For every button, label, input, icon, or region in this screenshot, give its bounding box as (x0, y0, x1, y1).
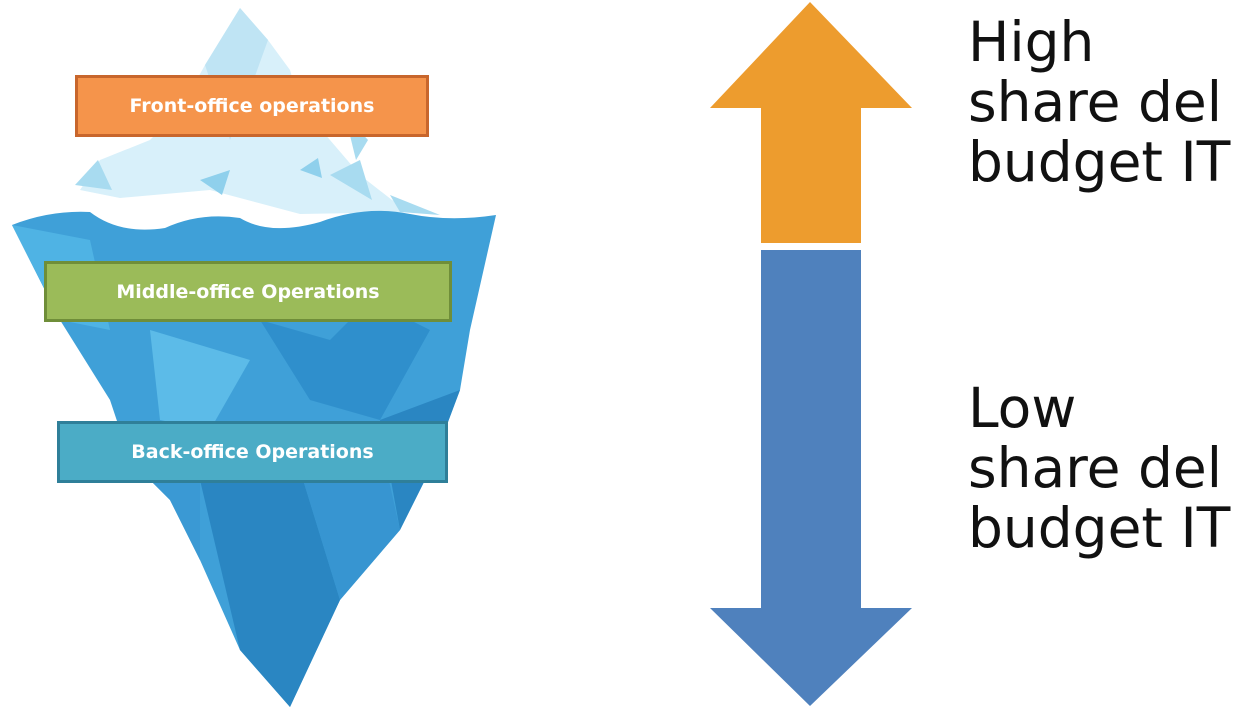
high-text-line1: High (968, 10, 1095, 74)
high-share-text: High share del budget IT (968, 12, 1230, 192)
front-office-label: Front-office operations (75, 75, 429, 137)
middle-office-label: Middle-office Operations (44, 261, 452, 322)
high-text-line2: share del (968, 70, 1222, 134)
high-text-line3: budget IT (968, 130, 1231, 194)
iceberg-facet (130, 460, 200, 560)
iceberg-fragment (330, 160, 372, 200)
down-arrow-icon (710, 250, 912, 706)
low-text-line2: share del (968, 436, 1222, 500)
back-office-label: Back-office Operations (57, 421, 448, 483)
iceberg-fragment (75, 160, 112, 190)
low-text-line1: Low (968, 376, 1077, 440)
iceberg-fragment (300, 158, 322, 178)
budget-share-arrow (710, 2, 912, 706)
iceberg-facet (260, 300, 430, 420)
iceberg-facet (150, 330, 250, 430)
low-text-line3: budget IT (968, 496, 1231, 560)
up-arrow-icon (710, 2, 912, 243)
iceberg-fragment (200, 170, 230, 195)
iceberg-facet (200, 470, 340, 707)
low-share-text: Low share del budget IT (968, 378, 1230, 558)
iceberg-fragment (390, 195, 440, 215)
